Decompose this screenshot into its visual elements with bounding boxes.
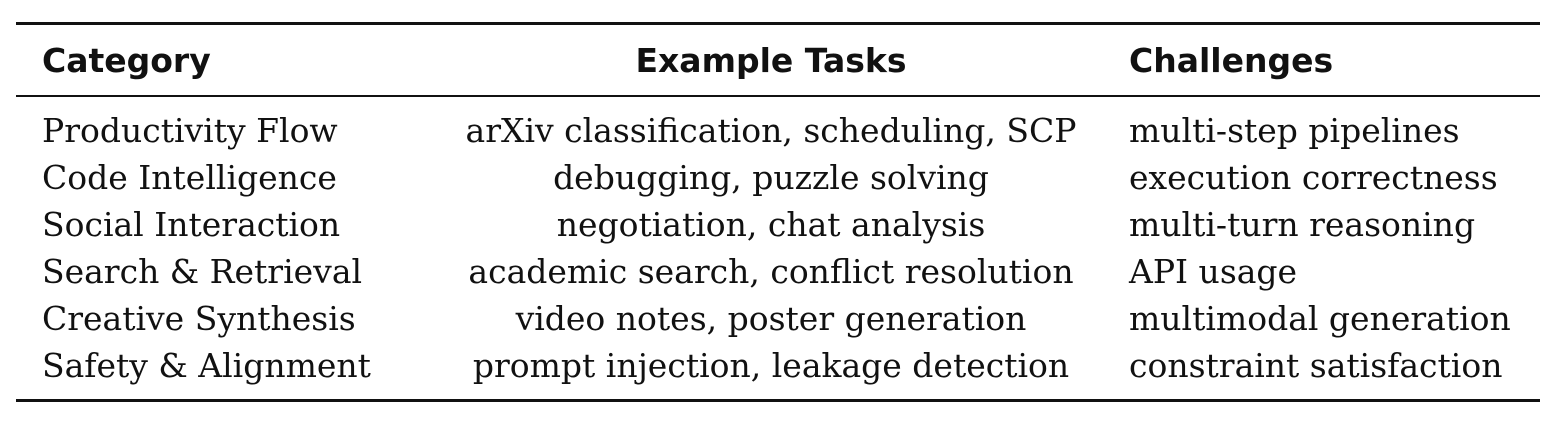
table-row: Search & Retrieval academic search, conf… <box>16 248 1540 295</box>
cell-example-tasks: negotiation, chat analysis <box>556 205 986 244</box>
table-row: Code Intelligence debugging, puzzle solv… <box>16 154 1540 201</box>
table-row: Creative Synthesis video notes, poster g… <box>16 295 1540 342</box>
cell-category: Productivity Flow <box>42 111 338 150</box>
cell-challenges: constraint satisfaction <box>1129 346 1503 385</box>
header-row: Category Example Tasks Challenges <box>16 25 1540 95</box>
cell-category: Creative Synthesis <box>42 299 356 338</box>
cell-category: Safety & Alignment <box>42 346 371 385</box>
cell-example-tasks: debugging, puzzle solving <box>553 158 989 197</box>
cell-challenges: execution correctness <box>1129 158 1498 197</box>
mid-rule <box>16 95 1540 97</box>
task-category-table: Category Example Tasks Challenges Produc… <box>16 22 1540 402</box>
cell-example-tasks: arXiv classification, scheduling, SCP <box>465 111 1077 150</box>
cell-example-tasks: video notes, poster generation <box>515 299 1027 338</box>
table-row: Productivity Flow arXiv classification, … <box>16 97 1540 154</box>
cell-challenges: multimodal generation <box>1129 299 1511 338</box>
header-example-tasks: Example Tasks <box>635 40 907 80</box>
table-body: Productivity Flow arXiv classification, … <box>16 97 1540 399</box>
table-header: Category Example Tasks Challenges <box>16 25 1540 97</box>
cell-challenges: multi-step pipelines <box>1129 111 1460 150</box>
cell-category: Search & Retrieval <box>42 252 363 291</box>
bottom-rule <box>16 399 1540 402</box>
cell-category: Code Intelligence <box>42 158 337 197</box>
cell-challenges: API usage <box>1129 252 1298 291</box>
cell-category: Social Interaction <box>42 205 341 244</box>
cell-example-tasks: prompt injection, leakage detection <box>472 346 1070 385</box>
cell-challenges: multi-turn reasoning <box>1129 205 1476 244</box>
cell-example-tasks: academic search, conflict resolution <box>468 252 1074 291</box>
header-challenges: Challenges <box>1129 40 1334 80</box>
data-table: Category Example Tasks Challenges Produc… <box>16 25 1540 399</box>
table-row: Safety & Alignment prompt injection, lea… <box>16 342 1540 399</box>
header-category: Category <box>42 40 211 80</box>
top-rule <box>16 22 1540 25</box>
table-row: Social Interaction negotiation, chat ana… <box>16 201 1540 248</box>
